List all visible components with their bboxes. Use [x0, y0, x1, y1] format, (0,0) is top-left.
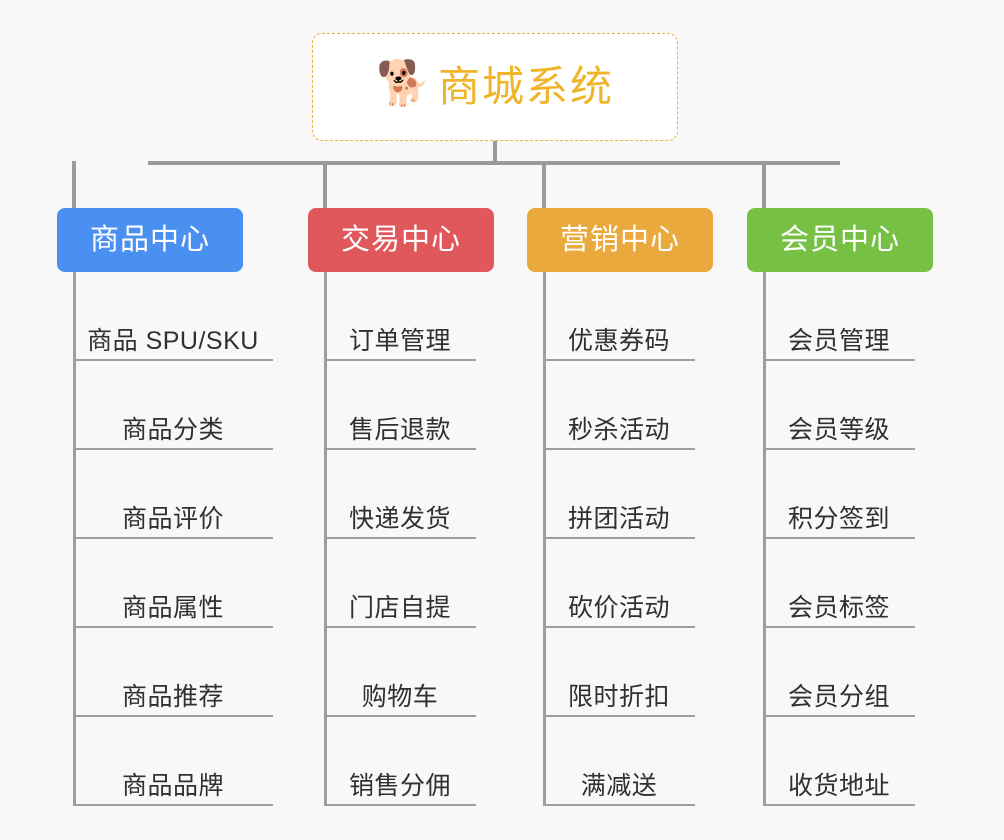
- leaf-item[interactable]: 商品 SPU/SKU: [73, 272, 273, 361]
- leaf-item-label: 满减送: [580, 771, 658, 800]
- leaf-item[interactable]: 收货地址: [763, 717, 915, 806]
- category-label: 营销中心: [559, 223, 680, 256]
- leaf-item[interactable]: 商品评价: [73, 450, 273, 539]
- branch-spine: [543, 272, 546, 806]
- leaf-item-label: 商品属性: [121, 593, 224, 622]
- leaf-item[interactable]: 会员标签: [763, 539, 915, 628]
- category-label: 会员中心: [779, 223, 900, 256]
- leaf-item-label: 收货地址: [787, 771, 890, 800]
- leaf-item-label: 商品 SPU/SKU: [87, 326, 259, 355]
- leaf-item[interactable]: 优惠券码: [543, 272, 695, 361]
- leaf-item[interactable]: 秒杀活动: [543, 361, 695, 450]
- category-box-3[interactable]: 营销中心: [527, 208, 713, 272]
- leaf-item-label: 会员分组: [787, 682, 890, 711]
- leaf-item[interactable]: 销售分佣: [324, 717, 476, 806]
- shiba-dog-icon: 🐕: [375, 59, 431, 108]
- leaf-item[interactable]: 商品属性: [73, 539, 273, 628]
- category-label: 交易中心: [340, 223, 461, 256]
- leaf-item-label: 会员标签: [787, 593, 890, 622]
- category-box-1[interactable]: 商品中心: [57, 208, 243, 272]
- connector-drop-2: [323, 161, 327, 208]
- leaf-item-label: 会员等级: [787, 415, 890, 444]
- leaf-item[interactable]: 购物车: [324, 628, 476, 717]
- leaf-item-label: 售后退款: [348, 415, 451, 444]
- leaf-item-label: 积分签到: [787, 504, 890, 533]
- leaf-item[interactable]: 会员管理: [763, 272, 915, 361]
- leaf-item[interactable]: 满减送: [543, 717, 695, 806]
- leaf-item-label: 销售分佣: [348, 771, 451, 800]
- leaf-item[interactable]: 商品推荐: [73, 628, 273, 717]
- leaf-item[interactable]: 售后退款: [324, 361, 476, 450]
- leaf-item[interactable]: 砍价活动: [543, 539, 695, 628]
- category-box-2[interactable]: 交易中心: [308, 208, 494, 272]
- leaf-item[interactable]: 积分签到: [763, 450, 915, 539]
- branch-1: 商品 SPU/SKU 商品分类商品评价商品属性商品推荐商品品牌: [73, 272, 273, 806]
- leaf-item-label: 会员管理: [787, 326, 890, 355]
- category-label: 商品中心: [89, 223, 210, 256]
- leaf-item-label: 商品品牌: [121, 771, 224, 800]
- leaf-item-label: 订单管理: [348, 326, 451, 355]
- leaf-item[interactable]: 商品分类: [73, 361, 273, 450]
- branch-spine: [324, 272, 327, 806]
- leaf-item-label: 优惠券码: [567, 326, 670, 355]
- leaf-item-label: 限时折扣: [567, 682, 670, 711]
- connector-drop-3: [542, 161, 546, 208]
- leaf-item-label: 商品评价: [121, 504, 224, 533]
- leaf-item[interactable]: 会员等级: [763, 361, 915, 450]
- connector-drop-4: [762, 161, 766, 208]
- branch-4: 会员管理会员等级积分签到会员标签会员分组收货地址: [763, 272, 915, 806]
- branch-2: 订单管理售后退款快递发货门店自提购物车销售分佣: [324, 272, 476, 806]
- leaf-item[interactable]: 订单管理: [324, 272, 476, 361]
- connector-distribution-bar: [148, 161, 840, 165]
- leaf-item[interactable]: 商品品牌: [73, 717, 273, 806]
- leaf-item-label: 砍价活动: [567, 593, 670, 622]
- leaf-item[interactable]: 限时折扣: [543, 628, 695, 717]
- leaf-item-label: 购物车: [361, 682, 439, 711]
- leaf-item[interactable]: 快递发货: [324, 450, 476, 539]
- leaf-item-label: 拼团活动: [567, 504, 670, 533]
- branch-3: 优惠券码秒杀活动拼团活动砍价活动限时折扣满减送: [543, 272, 695, 806]
- leaf-item[interactable]: 拼团活动: [543, 450, 695, 539]
- leaf-item-label: 商品分类: [121, 415, 224, 444]
- leaf-item-label: 快递发货: [348, 504, 451, 533]
- root-title: 商城系统: [437, 63, 614, 110]
- leaf-item-label: 门店自提: [348, 593, 451, 622]
- leaf-item-label: 秒杀活动: [567, 415, 670, 444]
- root-node[interactable]: 🐕 商城系统: [312, 33, 678, 141]
- leaf-item-label: 商品推荐: [121, 682, 224, 711]
- branch-spine: [73, 272, 76, 806]
- connector-root-stem: [493, 141, 497, 163]
- connector-drop-1: [72, 161, 76, 208]
- leaf-item[interactable]: 会员分组: [763, 628, 915, 717]
- category-box-4[interactable]: 会员中心: [747, 208, 933, 272]
- leaf-item[interactable]: 门店自提: [324, 539, 476, 628]
- branch-spine: [763, 272, 766, 806]
